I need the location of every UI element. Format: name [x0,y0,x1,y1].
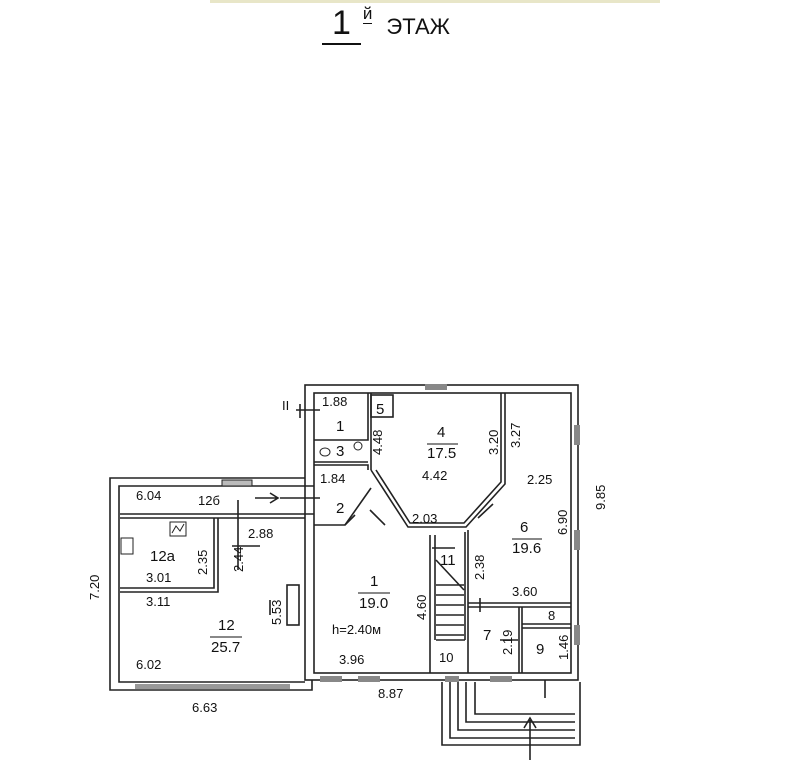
dimensions: 1.88 1.84 4.48 4.42 3.20 3.27 2.25 6.90 … [87,394,608,715]
room-10-label: 10 [439,650,453,665]
dim-2-25: 2.25 [527,472,552,487]
dim-3-60: 3.60 [512,584,537,599]
dim-2-03: 2.03 [412,511,437,526]
stove-symbol [171,523,185,534]
dim-7-20: 7.20 [87,575,102,600]
dim-2-38: 2.38 [472,555,487,580]
floor-number: 1 [322,4,361,45]
dim-2-35: 2.35 [195,550,210,575]
room-12b-label: 12б [198,493,220,508]
dim-1-88: 1.88 [322,394,347,409]
dim-8-87: 8.87 [378,686,403,701]
dim-2-88: 2.88 [248,526,273,541]
room-6-area: 19.6 [512,540,541,557]
dim-6-02: 6.02 [136,657,161,672]
dim-3-27: 3.27 [508,423,523,448]
stove-icon [169,521,187,537]
room-7-label: 7 [483,627,491,644]
dim-4-42: 4.42 [422,468,447,483]
washbasin-icon [353,441,363,451]
scan-edge-line [210,0,660,3]
room-12-label: 12 [218,617,235,634]
room-9-label: 9 [536,641,544,658]
dim-1-84: 1.84 [320,471,345,486]
room-11-label: 11 [440,552,456,569]
dim-3-11: 3.11 [146,594,170,609]
sink-icon [120,537,134,555]
room-2-label: 2 [336,500,344,517]
ceiling-height: h=2.40м [332,622,381,637]
dim-1-46: 1.46 [556,635,571,660]
dim-6-63: 6.63 [192,700,217,715]
dim-3-20: 3.20 [486,430,501,455]
dim-3-01: 3.01 [146,570,171,585]
dim-6-04: 6.04 [136,488,161,503]
room-5-label: 5 [376,401,384,418]
walls [109,384,581,760]
dim-2-19: 2.19 [500,630,515,655]
room-3-label: 3 [336,443,344,460]
floor-suffix: й [362,4,373,24]
dim-3-96: 3.96 [339,652,364,667]
toilet-icon [319,447,331,457]
dim-6-90: 6.90 [555,510,570,535]
dim-4-60: 4.60 [414,595,429,620]
room-8-label: 8 [548,608,555,623]
room-1-main-area: 19.0 [359,595,388,612]
dim-5-53: 5.53 [269,600,284,625]
fixtures [120,441,363,555]
floor-word: ЭТАЖ [386,14,450,39]
room-1-small-label: 1 [336,418,344,435]
dim-2-44: 2.44 [231,547,246,572]
room-4-area: 17.5 [427,445,456,462]
room-4-label: 4 [437,424,445,441]
dim-4-48: 4.48 [370,430,385,455]
room-1-main-label: 1 [370,573,378,590]
dim-9-85: 9.85 [593,485,608,510]
room-6-label: 6 [520,519,528,536]
room-labels: 1 3 5 2 4 17.5 6 19.6 1 19.0 h=2.40м 7 8… [150,401,555,665]
room-12a-label: 12а [150,548,176,565]
room-12-area: 25.7 [211,639,240,656]
section-marker: II [282,398,289,413]
